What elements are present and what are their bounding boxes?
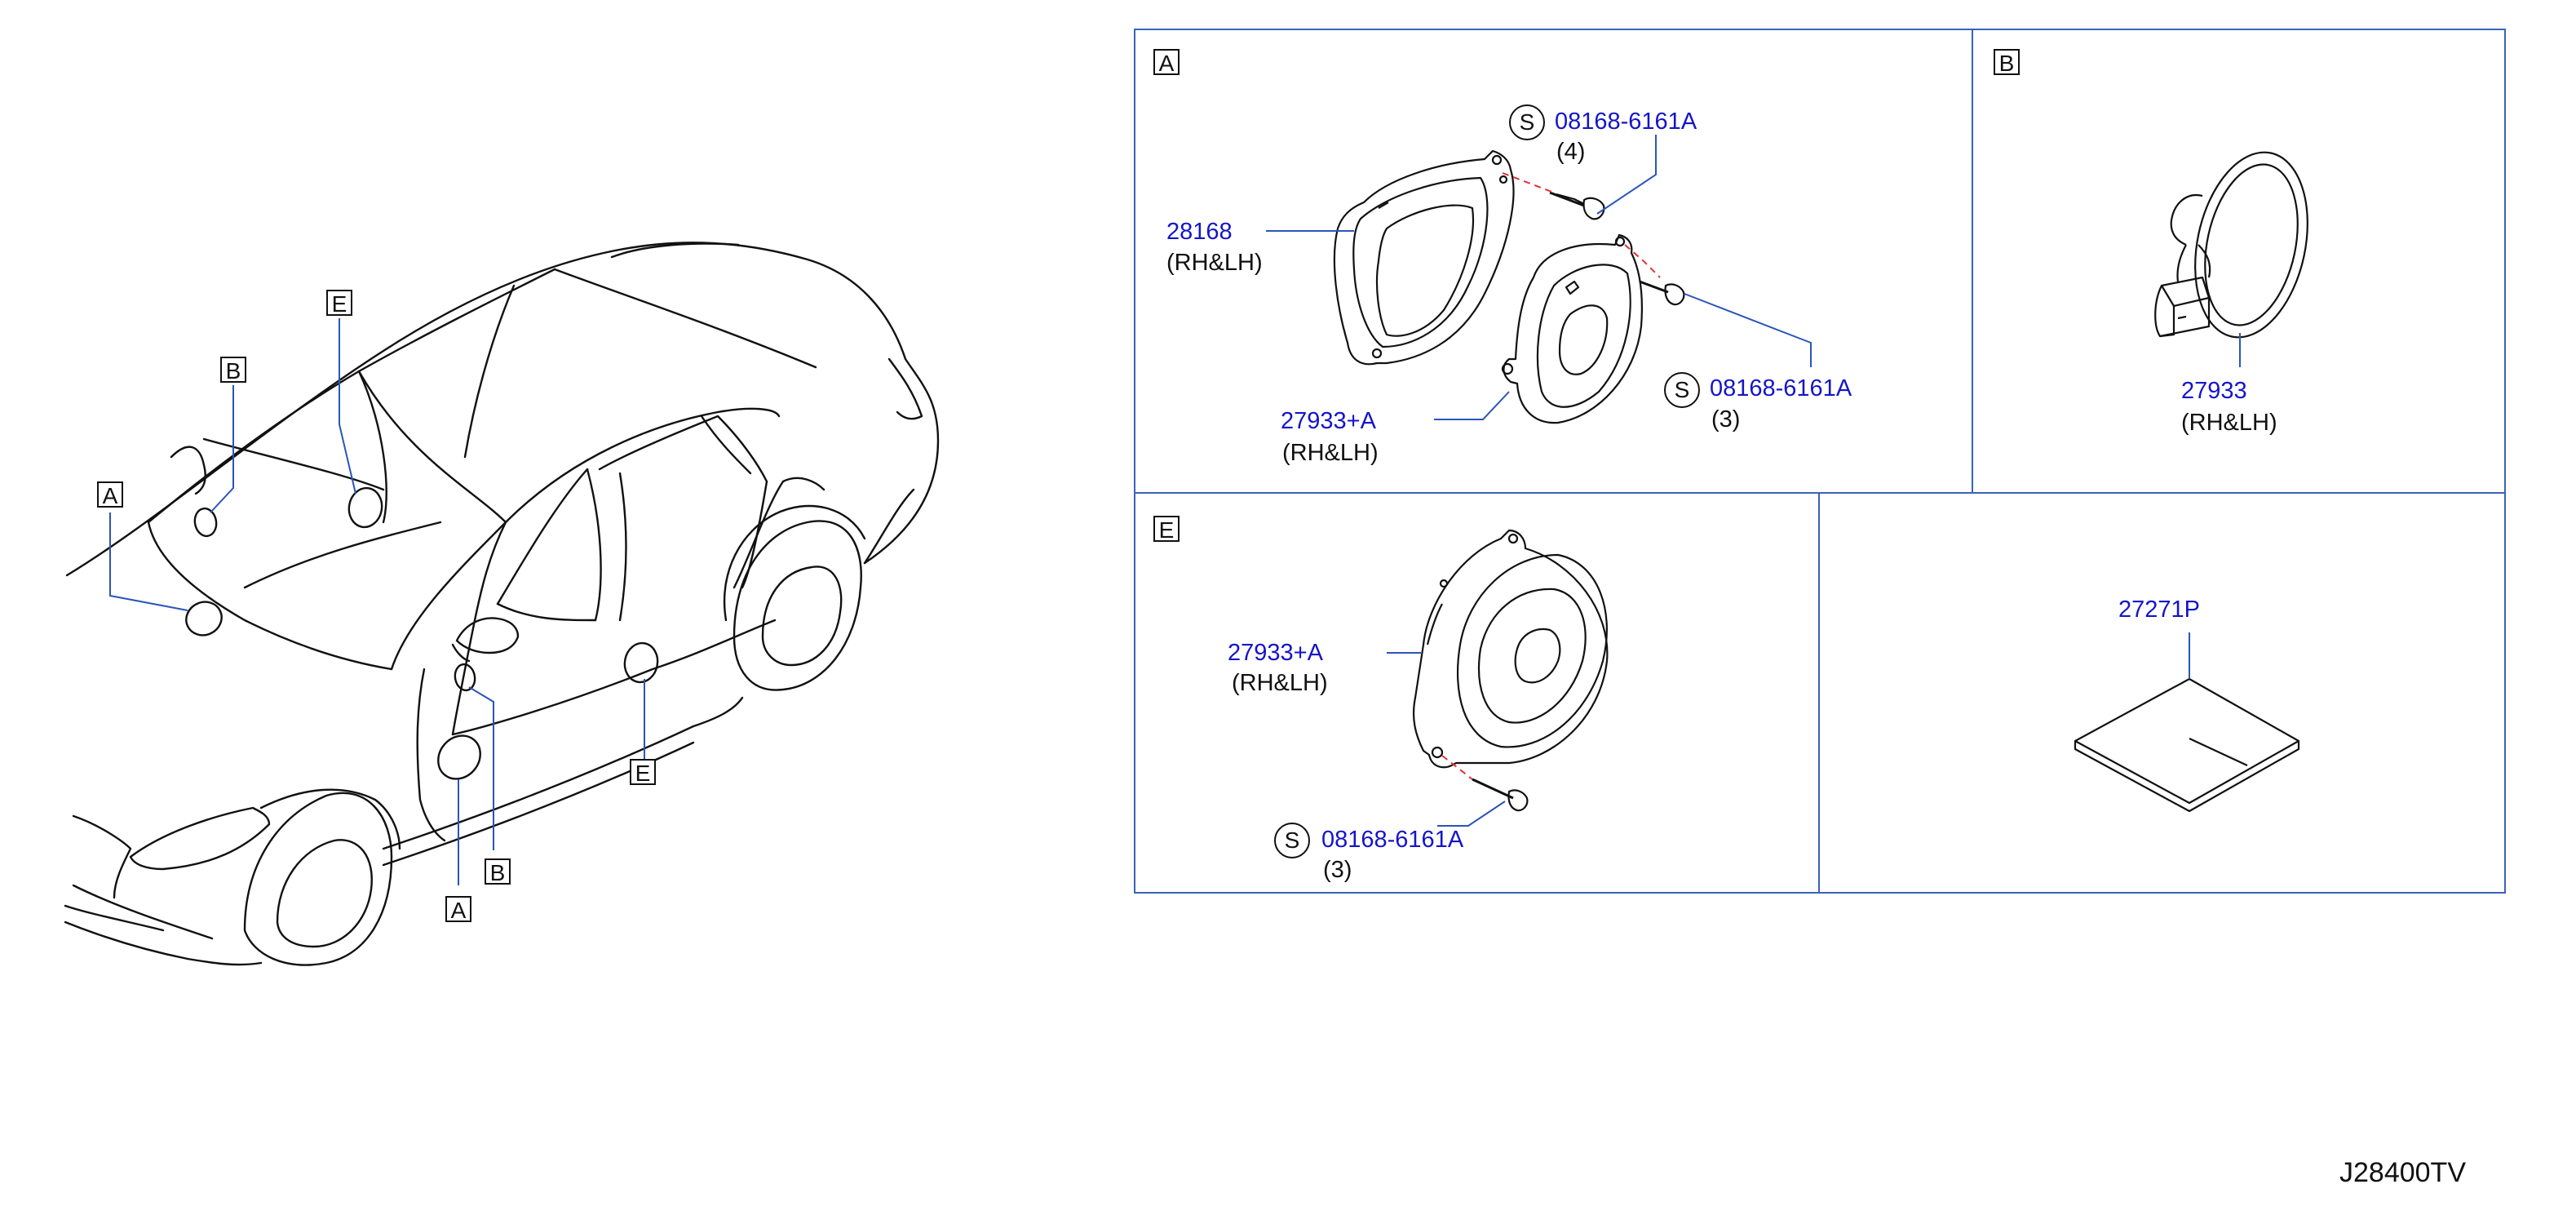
car-callout-b-front: B: [220, 357, 246, 383]
car-callout-e-door: E: [630, 759, 656, 785]
panel-a-tag: A: [1153, 49, 1180, 75]
part-27933-note: (RH&LH): [2181, 410, 2277, 436]
panel-b-drawing: [2154, 151, 2308, 339]
diagram-code: J28400TV: [2339, 1157, 2466, 1188]
standard-part-symbol: S: [1274, 823, 1310, 858]
panel-borders: [1134, 29, 2506, 894]
car-illustration: [64, 242, 940, 966]
car-callout-b-door: B: [485, 858, 511, 885]
panel-b-tag: B: [1994, 49, 2020, 75]
part-27933a-note: (RH&LH): [1232, 670, 1328, 696]
part-08168-6161a-number[interactable]: 08168-6161A: [1321, 827, 1464, 853]
panel-e-tag: E: [1153, 516, 1180, 542]
panel-a-dashes: [1502, 172, 1661, 278]
car-callout-e-top: E: [326, 290, 352, 316]
part-27933-number[interactable]: 27933: [2181, 378, 2247, 404]
car-leader-lines: [109, 318, 645, 885]
panel-a-drawing: [1333, 149, 1685, 424]
panel-a-leaders: [1266, 135, 1812, 420]
part-27933a-number[interactable]: 27933+A: [1228, 640, 1323, 666]
car-callout-a-front: A: [97, 481, 123, 508]
misc-panel-drawing: [2074, 677, 2300, 813]
part-08168-6161a-number[interactable]: 08168-6161A: [1555, 109, 1697, 135]
part-08168-6161a-qty: (3): [1711, 406, 1741, 432]
part-08168-6161a-qty: (4): [1556, 139, 1586, 165]
panel-e-dashes: [1441, 755, 1473, 780]
part-08168-6161a-qty: (3): [1323, 857, 1352, 883]
car-callout-a-door: A: [445, 896, 471, 922]
part-08168-6161a-number[interactable]: 08168-6161A: [1710, 375, 1852, 401]
panel-e-drawing: [1412, 529, 1609, 812]
part-27271p-number[interactable]: 27271P: [2118, 597, 2200, 623]
part-27933a-note: (RH&LH): [1282, 440, 1379, 466]
part-28168-note: (RH&LH): [1166, 250, 1263, 276]
standard-part-symbol: S: [1509, 104, 1545, 140]
standard-part-symbol: S: [1664, 372, 1700, 408]
part-28168-number[interactable]: 28168: [1166, 219, 1233, 245]
part-27933a-number[interactable]: 27933+A: [1281, 408, 1376, 434]
panel-e-leaders: [1387, 652, 1506, 827]
